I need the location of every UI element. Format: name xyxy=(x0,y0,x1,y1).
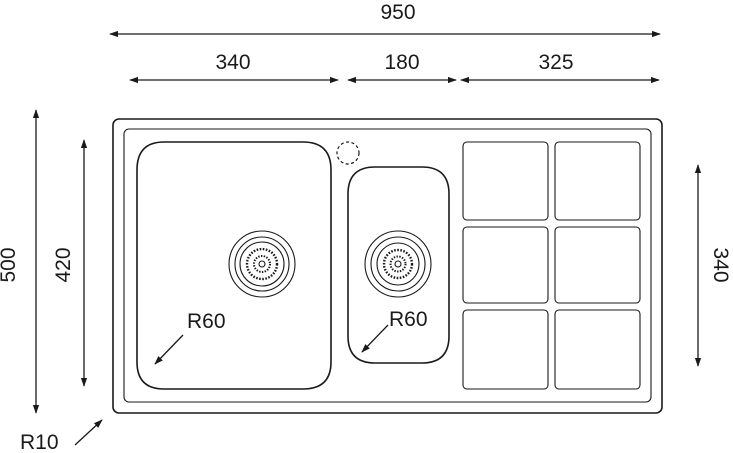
left-bowl xyxy=(136,141,332,390)
small-drain-icon xyxy=(364,230,432,298)
sink-outer-outline xyxy=(112,118,663,414)
drainer-cell xyxy=(462,226,549,304)
corner-radius-leader xyxy=(74,419,103,446)
small-bowl-radius-leader xyxy=(361,324,389,353)
left-bowl-radius-label: R60 xyxy=(187,310,226,333)
overall-depth-label: 500 xyxy=(0,247,20,282)
bowl-depth-label: 420 xyxy=(52,247,75,282)
drainer-cell xyxy=(554,226,641,304)
drainer-cell xyxy=(462,309,549,390)
drainer-cell xyxy=(554,309,641,390)
overall-width-label: 950 xyxy=(380,1,415,24)
drainer-width-label: 325 xyxy=(538,51,573,74)
left-bowl-radius-leader xyxy=(154,334,184,365)
sink-inner-outline xyxy=(123,128,652,403)
left-bowl-width-label: 340 xyxy=(215,51,250,74)
drainer-grid xyxy=(462,141,641,390)
drainer-cell xyxy=(462,141,549,221)
small-bowl-width-label: 180 xyxy=(384,51,419,74)
tap-hole-icon xyxy=(336,141,360,165)
drainer-cell xyxy=(554,141,641,221)
small-bowl xyxy=(347,166,450,364)
corner-radius-label: R10 xyxy=(20,431,59,453)
small-bowl-radius-label: R60 xyxy=(389,308,428,331)
left-drain-icon xyxy=(228,230,296,298)
drainer-depth-label: 340 xyxy=(709,247,732,282)
